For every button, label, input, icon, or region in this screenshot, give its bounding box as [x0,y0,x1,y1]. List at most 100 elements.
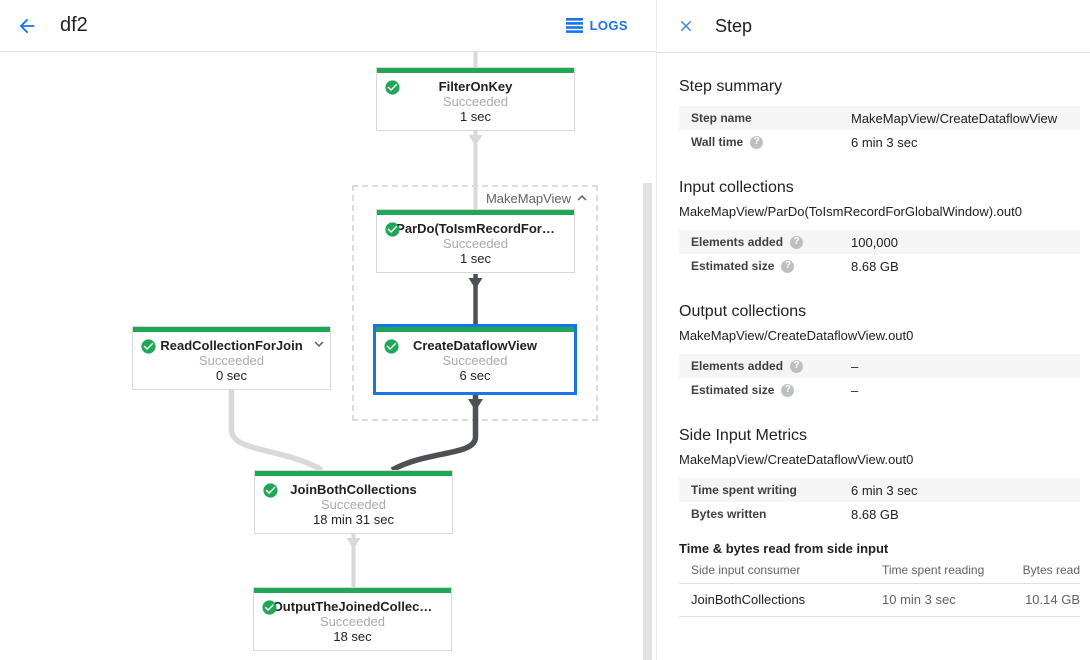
column-header-consumer: Side input consumer [691,563,801,577]
node-status-bar [255,471,452,476]
back-arrow-icon [19,18,35,33]
table-row-joinbothcollections: JoinBothCollections 10 min 3 sec 10.14 G… [679,584,1080,617]
logs-icon [565,18,583,33]
node-status-bar [254,588,451,593]
node-title: OutputTheJoinedCollec… [272,599,433,614]
node-time: 6 sec [459,368,491,383]
metric-row-time-spent-writing: Time spent writing 6 min 3 sec [679,478,1080,502]
chevron-up-icon [577,195,587,201]
graph-vertical-scrollbar[interactable] [643,183,652,660]
graph-node-pardo-toismrecord[interactable]: ParDo(ToIsmRecordFor… Succeeded 1 sec [376,209,575,273]
section-heading-step-summary: Step summary [679,78,783,95]
node-status: Succeeded [320,497,387,512]
success-check-icon [262,600,277,615]
success-check-icon [141,339,156,354]
help-icon[interactable]: ? [790,235,804,249]
metric-row-elements-added: Elements added ? 100,000 [679,230,1080,254]
close-panel-button[interactable] [672,12,700,40]
help-icon[interactable]: ? [781,259,795,273]
metric-value: 8.68 GB [851,506,899,522]
help-icon[interactable]: ? [790,359,804,373]
node-status-bar [133,327,330,332]
graph-node-outputthejoined[interactable]: OutputTheJoinedCollec… Succeeded 18 sec [253,587,452,651]
node-status: Succeeded [198,353,265,368]
back-button[interactable] [10,9,44,43]
success-check-icon [385,222,400,237]
node-title: JoinBothCollections [290,482,417,497]
section-heading-input-collections: Input collections [679,179,794,196]
graph-node-readcollectionforjoin[interactable]: ReadCollectionForJoin Succeeded 0 sec [132,326,331,390]
help-icon[interactable]: ? [781,383,795,397]
node-title: FilterOnKey [438,79,513,94]
logs-label: LOGS [589,18,628,33]
metric-value: 100,000 [851,234,898,250]
side-input-table-header: Side input consumer Time spent reading B… [679,556,1080,584]
metric-row-step-name: Step name MakeMapView/CreateDataflowView [679,106,1080,130]
metric-label: Wall time [691,135,744,149]
input-collection-name: MakeMapView/ParDo(ToIsmRecordForGlobalWi… [679,204,1022,219]
metric-row-wall-time: Wall time ? 6 min 3 sec [679,130,1080,154]
side-input-table-title: Time & bytes read from side input [679,541,889,556]
column-header-time-reading: Time spent reading [882,563,985,577]
job-header: df2 LOGS [0,0,656,52]
node-status-bar [376,327,574,332]
node-status-bar [377,210,574,215]
graph-node-joinbothcollections[interactable]: JoinBothCollections Succeeded 18 min 31 … [254,470,453,534]
metric-label: Step name [691,111,752,125]
metric-value: – [851,358,859,374]
graph-node-createdataflowview-selected[interactable]: CreateDataflowView Succeeded 6 sec [373,324,577,395]
metric-value: 6 min 3 sec [851,482,918,498]
cell-time-reading: 10 min 3 sec [882,592,956,607]
node-status: Succeeded [319,614,386,629]
group-label: MakeMapView [485,190,571,206]
cell-bytes-read: 10.14 GB [1025,592,1080,607]
node-status: Succeeded [442,353,508,368]
step-panel-body: Step summary Step name MakeMapView/Creat… [657,78,1090,617]
job-title: df2 [60,14,88,36]
group-collapse-control[interactable]: MakeMapView [486,189,591,207]
pipeline-graph-canvas[interactable]: MakeMapView [0,52,656,660]
step-detail-panel: Step Step summary Step name MakeMapView/… [656,0,1090,660]
metric-label: Estimated size [691,383,775,397]
output-collection-name: MakeMapView/CreateDataflowView.out0 [679,328,914,343]
help-icon[interactable]: ? [750,135,764,149]
node-title: CreateDataflowView [412,338,538,353]
metric-value: MakeMapView/CreateDataflowView [851,110,1058,126]
success-check-icon [385,80,400,95]
close-icon [680,20,692,32]
node-time: 0 sec [215,368,248,383]
metric-row-estimated-size: Estimated size ? – [679,378,1080,402]
node-time: 18 min 31 sec [313,512,394,527]
metric-label: Bytes written [691,507,767,521]
metric-value: – [851,382,859,398]
metric-row-elements-added: Elements added ? – [679,354,1080,378]
graph-node-filteronkey[interactable]: FilterOnKey Succeeded 1 sec [376,67,575,131]
node-status-bar [377,68,574,73]
section-heading-output-collections: Output collections [679,303,807,320]
metric-label: Elements added [691,359,784,373]
node-title: ReadCollectionForJoin [160,338,303,353]
step-panel-header: Step [657,0,1090,53]
success-check-icon [263,483,278,498]
metric-row-bytes-written: Bytes written 8.68 GB [679,502,1080,526]
node-title: ParDo(ToIsmRecordFor… [396,221,555,236]
metric-value: 8.68 GB [851,258,899,274]
node-time: 18 sec [333,629,372,644]
cell-consumer: JoinBothCollections [691,592,806,607]
side-input-collection-name: MakeMapView/CreateDataflowView.out0 [679,452,914,467]
metric-label: Elements added [691,235,784,249]
section-heading-side-input-metrics: Side Input Metrics [679,427,808,444]
panel-title: Step [715,15,753,36]
chevron-down-icon[interactable] [310,335,328,358]
node-time: 1 sec [459,251,492,266]
metric-label: Time spent writing [691,483,797,497]
logs-button[interactable]: LOGS [565,18,628,33]
metric-label: Estimated size [691,259,775,273]
node-status: Succeeded [442,94,509,109]
metric-value: 6 min 3 sec [851,134,918,150]
success-check-icon [384,339,399,354]
node-time: 1 sec [459,109,492,124]
column-header-bytes-read: Bytes read [1022,563,1080,577]
metric-row-estimated-size: Estimated size ? 8.68 GB [679,254,1080,278]
